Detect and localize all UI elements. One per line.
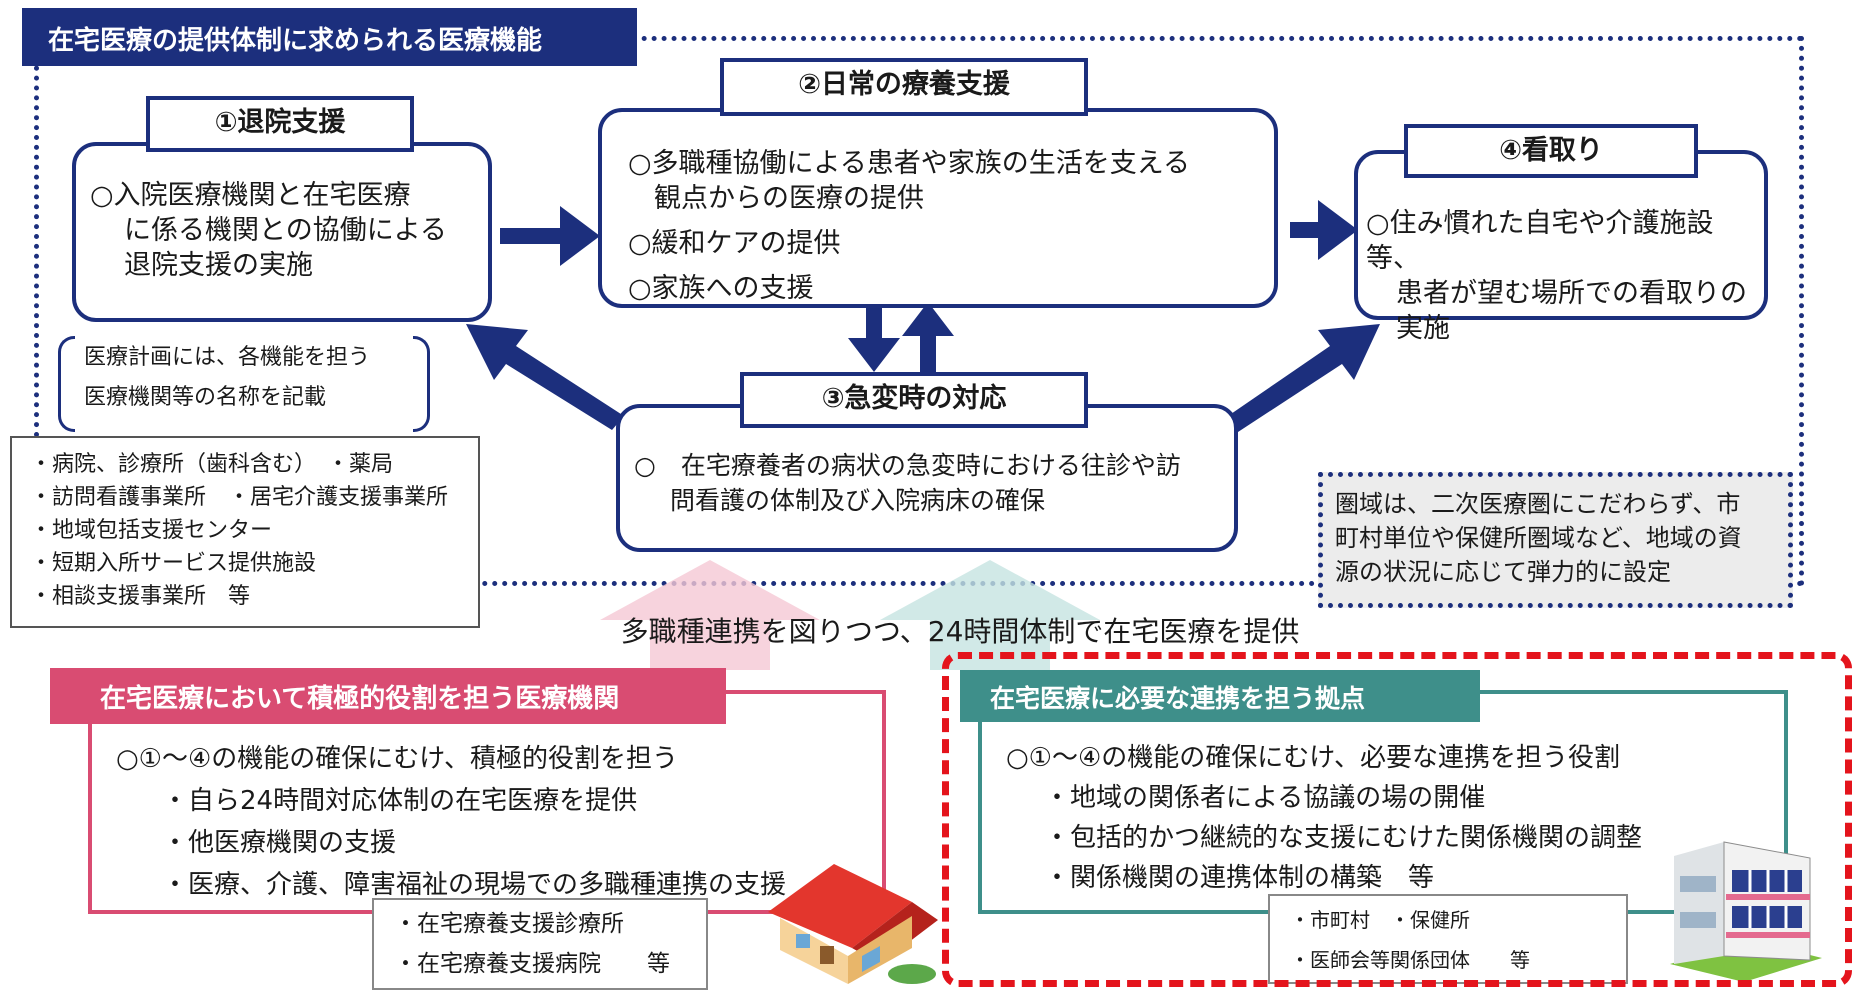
coordination-hub-line-4: ・関係機関の連携体制の構築 等 <box>1044 863 1435 893</box>
arrow-discharge-to-daily <box>500 206 600 266</box>
house-illustration <box>768 864 938 984</box>
end-of-life-title: ④看取り <box>1404 124 1698 178</box>
arrow-emergency-to-daily <box>902 302 954 372</box>
discharge-support-text: ○入院医療機関と在宅医療 に係る機関との協働による 退院支援の実施 <box>90 178 480 283</box>
active-role-line-1: ○①～④の機能の確保にむけ、積極的役割を担う <box>116 744 679 774</box>
facility-item: ・短期入所サービス提供施設 <box>30 551 317 576</box>
daily-care-box <box>598 108 1278 308</box>
emergency-line-1: ○ 在宅療養者の病状の急変時における往診や訪 <box>634 451 1181 480</box>
facility-list: ・病院、診療所（歯科含む） ・薬局 ・訪問看護事業所 ・居宅介護支援事業所 ・地… <box>10 436 480 628</box>
facility-item: ・訪問看護事業所 ・居宅介護支援事業所 <box>30 485 449 510</box>
region-note-line-1: 圏域は、二次医療圏にこだわらず、市 <box>1335 490 1741 518</box>
daily-care-line-4: ○家族への支援 <box>628 273 814 304</box>
end-of-life-line-3: 実施 <box>1396 313 1450 344</box>
active-role-sub-item: ・在宅療養支援病院 等 <box>394 951 670 977</box>
coordination-hub-line-2: ・地域の関係者による協議の場の開催 <box>1044 783 1486 813</box>
outer-frame <box>34 36 1804 586</box>
facility-item: ・病院、診療所（歯科含む） ・薬局 <box>30 452 394 477</box>
center-note: 多職種連携を図りつつ、24時間体制で在宅医療を提供 <box>620 615 1300 648</box>
discharge-line-1: ○入院医療機関と在宅医療 <box>90 180 411 211</box>
active-role-line-3: ・他医療機関の支援 <box>162 828 397 858</box>
arrow-daily-to-endoflife <box>1290 200 1358 260</box>
arrow-emergency-to-endoflife <box>1228 324 1380 432</box>
daily-care-text: ○多職種協働による患者や家族の生活を支える 観点からの医療の提供 ○緩和ケアの提… <box>628 146 1268 306</box>
flow-arrows <box>466 200 1380 432</box>
coordination-hub-sub-item: ・市町村 ・保健所 <box>1290 908 1470 932</box>
daily-care-line-2: 観点からの医療の提供 <box>654 183 924 214</box>
daily-care-line-3: ○緩和ケアの提供 <box>628 228 841 259</box>
discharge-line-3: 退院支援の実施 <box>124 250 313 281</box>
region-note-line-3: 源の状況に応じて弾力的に設定 <box>1335 558 1671 586</box>
emergency-line-2: 問看護の体制及び入院病床の確保 <box>670 486 1046 515</box>
coordination-hub-text: ○①～④の機能の確保にむけ、必要な連携を担う役割 ・地域の関係者による協議の場の… <box>1006 738 1786 898</box>
active-role-line-4: ・医療、介護、障害福祉の現場での多職種連携の支援 <box>162 870 787 900</box>
building-illustration <box>1670 841 1822 982</box>
bracket-note-line-1: 医療計画には、各機能を担う <box>84 345 371 370</box>
end-of-life-line-1: ○住み慣れた自宅や介護施設等、 <box>1366 208 1714 274</box>
discharge-support-box <box>72 142 492 322</box>
active-role-sub-item: ・在宅療養支援診療所 <box>394 911 624 937</box>
facility-item: ・相談支援事業所 等 <box>30 584 251 609</box>
coordination-hub-tab: 在宅医療に必要な連携を担う拠点 <box>960 670 1480 722</box>
arrow-emergency-to-discharge <box>466 324 624 430</box>
emergency-title: ③急変時の対応 <box>740 372 1088 428</box>
emergency-text: ○ 在宅療養者の病状の急変時における往診や訪 問看護の体制及び入院病床の確保 <box>634 448 1234 518</box>
arrow-daily-to-emergency <box>848 300 900 372</box>
end-of-life-box <box>1354 150 1768 320</box>
header-title: 在宅医療の提供体制に求められる医療機能 <box>22 8 637 66</box>
daily-care-title: ②日常の療養支援 <box>720 58 1088 116</box>
planning-bracket-note: 医療計画には、各機能を担う 医療機関等の名称を記載 <box>58 336 430 432</box>
region-note-line-2: 町村単位や保健所圏域など、地域の資 <box>1335 524 1742 552</box>
coordination-hub-sub-item: ・医師会等関係団体 等 <box>1290 948 1530 972</box>
active-role-text: ○①～④の機能の確保にむけ、積極的役割を担う ・自ら24時間対応体制の在宅医療を… <box>116 738 896 906</box>
discharge-line-2: に係る機関との協働による <box>124 215 447 246</box>
bracket-note-line-2: 医療機関等の名称を記載 <box>84 385 327 410</box>
region-note: 圏域は、二次医療圏にこだわらず、市 町村単位や保健所圏域など、地域の資 源の状況… <box>1318 472 1793 608</box>
active-role-sub-box: ・在宅療養支援診療所 ・在宅療養支援病院 等 <box>372 898 708 990</box>
end-of-life-text: ○住み慣れた自宅や介護施設等、 患者が望む場所での看取りの 実施 <box>1366 206 1766 346</box>
discharge-support-title: ①退院支援 <box>146 96 414 152</box>
active-role-tab: 在宅医療において積極的役割を担う医療機関 <box>50 668 726 724</box>
facility-item: ・地域包括支援センター <box>30 518 273 543</box>
end-of-life-line-2: 患者が望む場所での看取りの <box>1396 278 1747 309</box>
daily-care-line-1: ○多職種協働による患者や家族の生活を支える <box>628 148 1190 179</box>
active-role-line-2: ・自ら24時間対応体制の在宅医療を提供 <box>162 786 638 816</box>
upward-arrows-decoration <box>600 560 1100 670</box>
highlight-dashed-frame <box>942 652 1852 987</box>
coordination-hub-sub-box: ・市町村 ・保健所 ・医師会等関係団体 等 <box>1268 894 1628 984</box>
coordination-hub-line-3: ・包括的かつ継続的な支援にむけた関係機関の調整 <box>1044 823 1643 853</box>
coordination-hub-line-1: ○①～④の機能の確保にむけ、必要な連携を担う役割 <box>1006 743 1621 773</box>
